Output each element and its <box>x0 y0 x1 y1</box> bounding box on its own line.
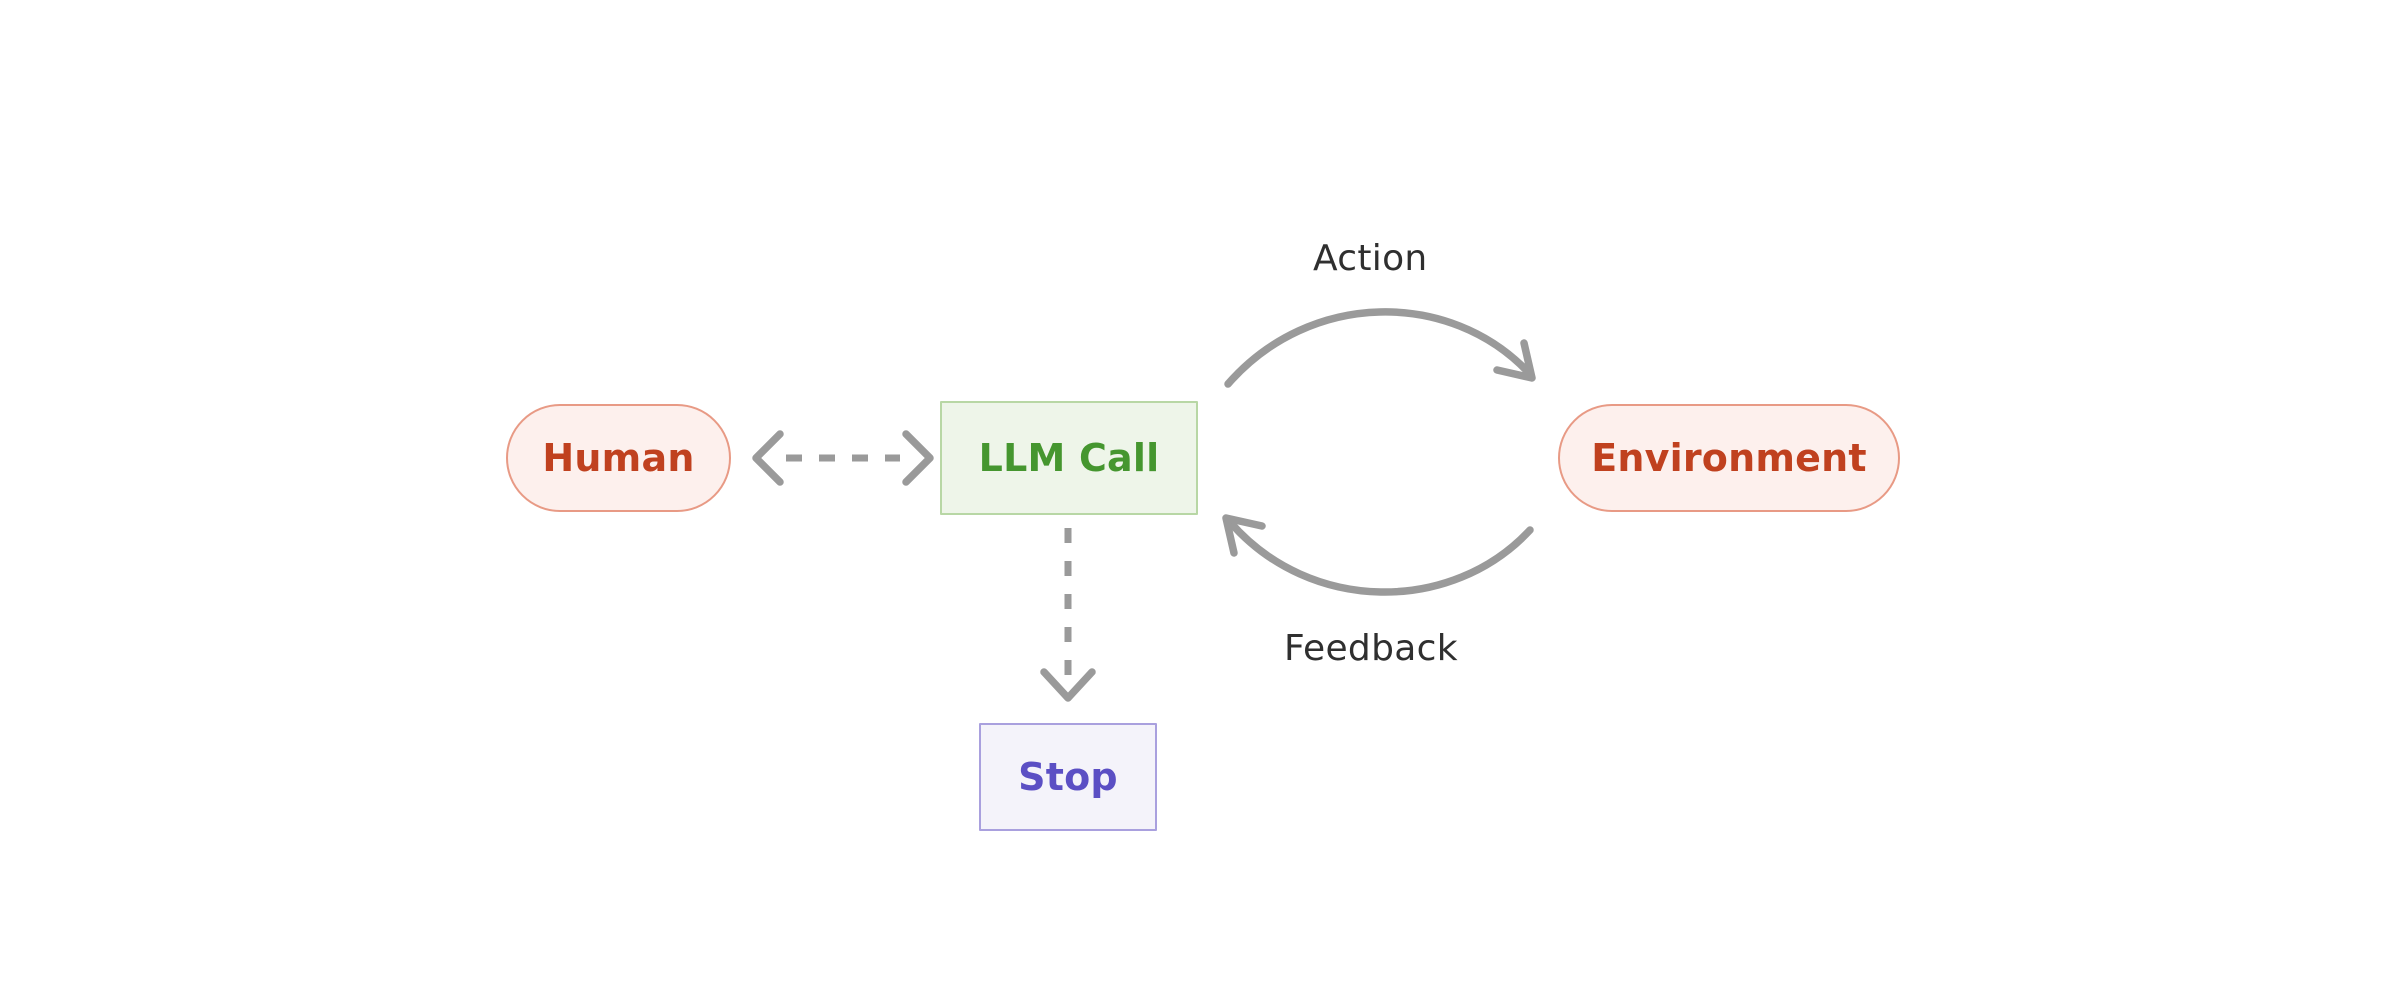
node-human[interactable]: Human <box>506 404 731 512</box>
node-llm-call-label: LLM Call <box>978 436 1160 480</box>
edge-feedback <box>1222 514 1534 596</box>
node-llm-call[interactable]: LLM Call <box>940 401 1198 515</box>
arrowhead-left-icon <box>752 430 784 486</box>
edge-action <box>1224 308 1536 388</box>
edge-label-feedback: Feedback <box>1284 628 1458 669</box>
node-stop[interactable]: Stop <box>979 723 1157 831</box>
node-human-label: Human <box>542 436 695 480</box>
node-stop-label: Stop <box>1018 755 1118 799</box>
edge-human-llm-call <box>752 430 934 486</box>
arrowhead-down-icon <box>1040 668 1096 702</box>
arrowhead-feedback-icon <box>1222 514 1266 557</box>
node-environment-label: Environment <box>1591 436 1867 480</box>
edge-label-action: Action <box>1313 238 1428 279</box>
edge-llm-call-stop <box>1040 528 1096 702</box>
arrowhead-action-icon <box>1493 339 1536 382</box>
edge-feedback-curve <box>1226 518 1534 596</box>
node-environment[interactable]: Environment <box>1558 404 1900 512</box>
arrowhead-right-icon <box>902 430 934 486</box>
edge-action-curve <box>1224 308 1532 388</box>
